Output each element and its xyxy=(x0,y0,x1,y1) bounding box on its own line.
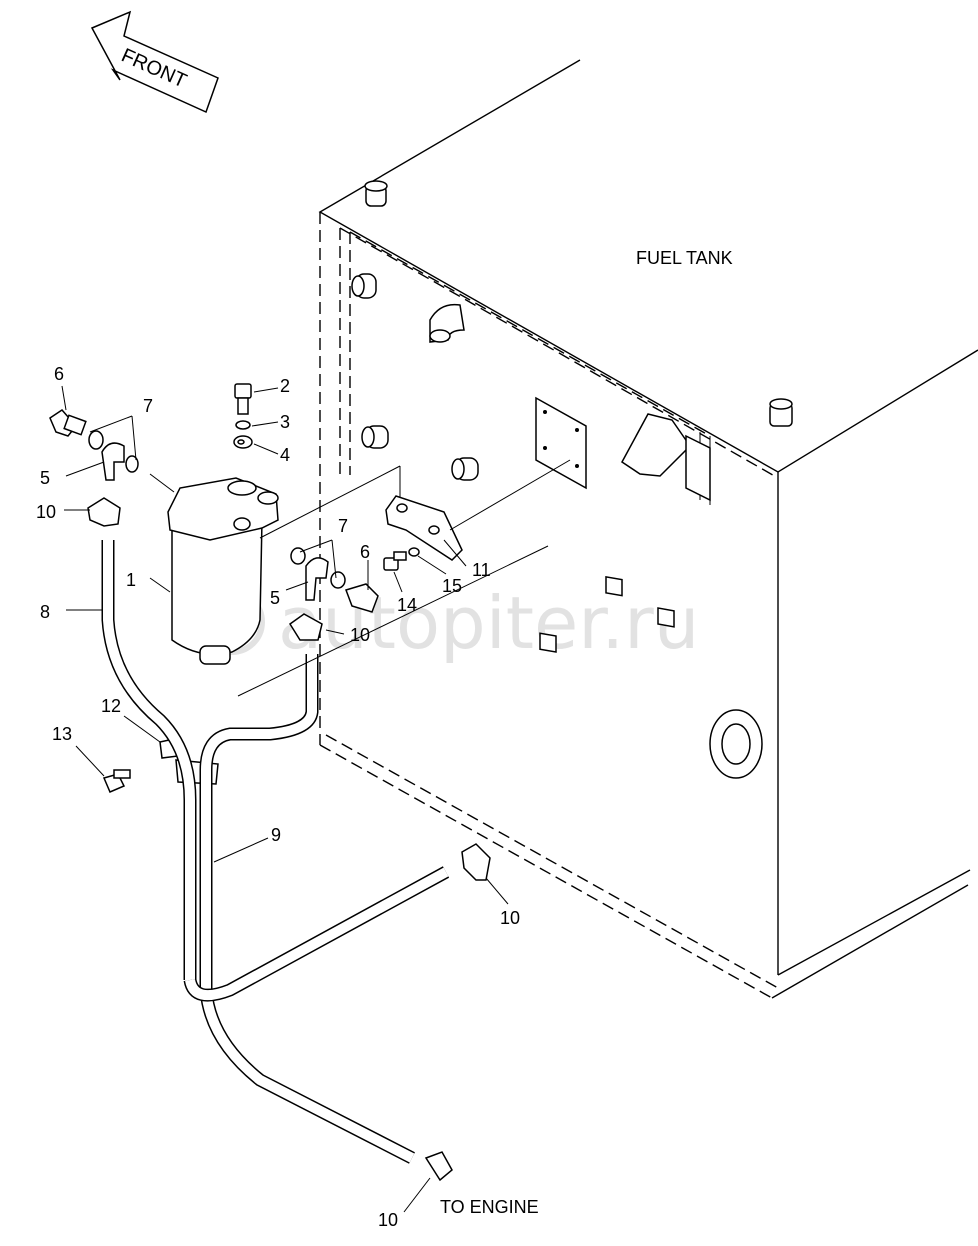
callout-15: 15 xyxy=(442,576,462,596)
callout-10-filter: 10 xyxy=(350,625,370,645)
callout-numbers: 1 2 3 4 5 5 6 6 7 7 8 9 10 10 10 10 11 1… xyxy=(36,364,520,1230)
fuel-tank: FUEL TANK xyxy=(318,59,978,999)
callout-4: 4 xyxy=(280,445,290,465)
callout-leaders xyxy=(61,385,549,1213)
fuel-filter xyxy=(167,477,279,665)
callout-2: 2 xyxy=(280,376,290,396)
watermark-text: autopiter.ru xyxy=(278,581,699,665)
callout-7-left: 7 xyxy=(143,396,153,416)
callout-11: 11 xyxy=(472,560,491,580)
engine-label: TO ENGINE xyxy=(440,1197,539,1217)
tank-label: FUEL TANK xyxy=(636,248,733,268)
callout-10-engine: 10 xyxy=(378,1210,398,1230)
callout-7-right: 7 xyxy=(338,516,348,536)
callout-12: 12 xyxy=(101,696,121,716)
callout-8: 8 xyxy=(40,602,50,622)
callout-3: 3 xyxy=(280,412,290,432)
fuel-hoses xyxy=(101,540,450,1164)
callout-5-right: 5 xyxy=(270,588,280,608)
callout-1: 1 xyxy=(126,570,136,590)
callout-13: 13 xyxy=(52,724,72,744)
callout-14: 14 xyxy=(397,595,417,615)
callout-6-right: 6 xyxy=(360,542,370,562)
callout-5-left: 5 xyxy=(40,468,50,488)
front-direction-arrow: FRONT xyxy=(90,10,219,114)
mounting-bracket xyxy=(259,459,571,561)
callout-10-top-left: 10 xyxy=(36,502,56,522)
callout-6-left: 6 xyxy=(54,364,64,384)
callout-10-tank: 10 xyxy=(500,908,520,928)
callout-9: 9 xyxy=(271,825,281,845)
